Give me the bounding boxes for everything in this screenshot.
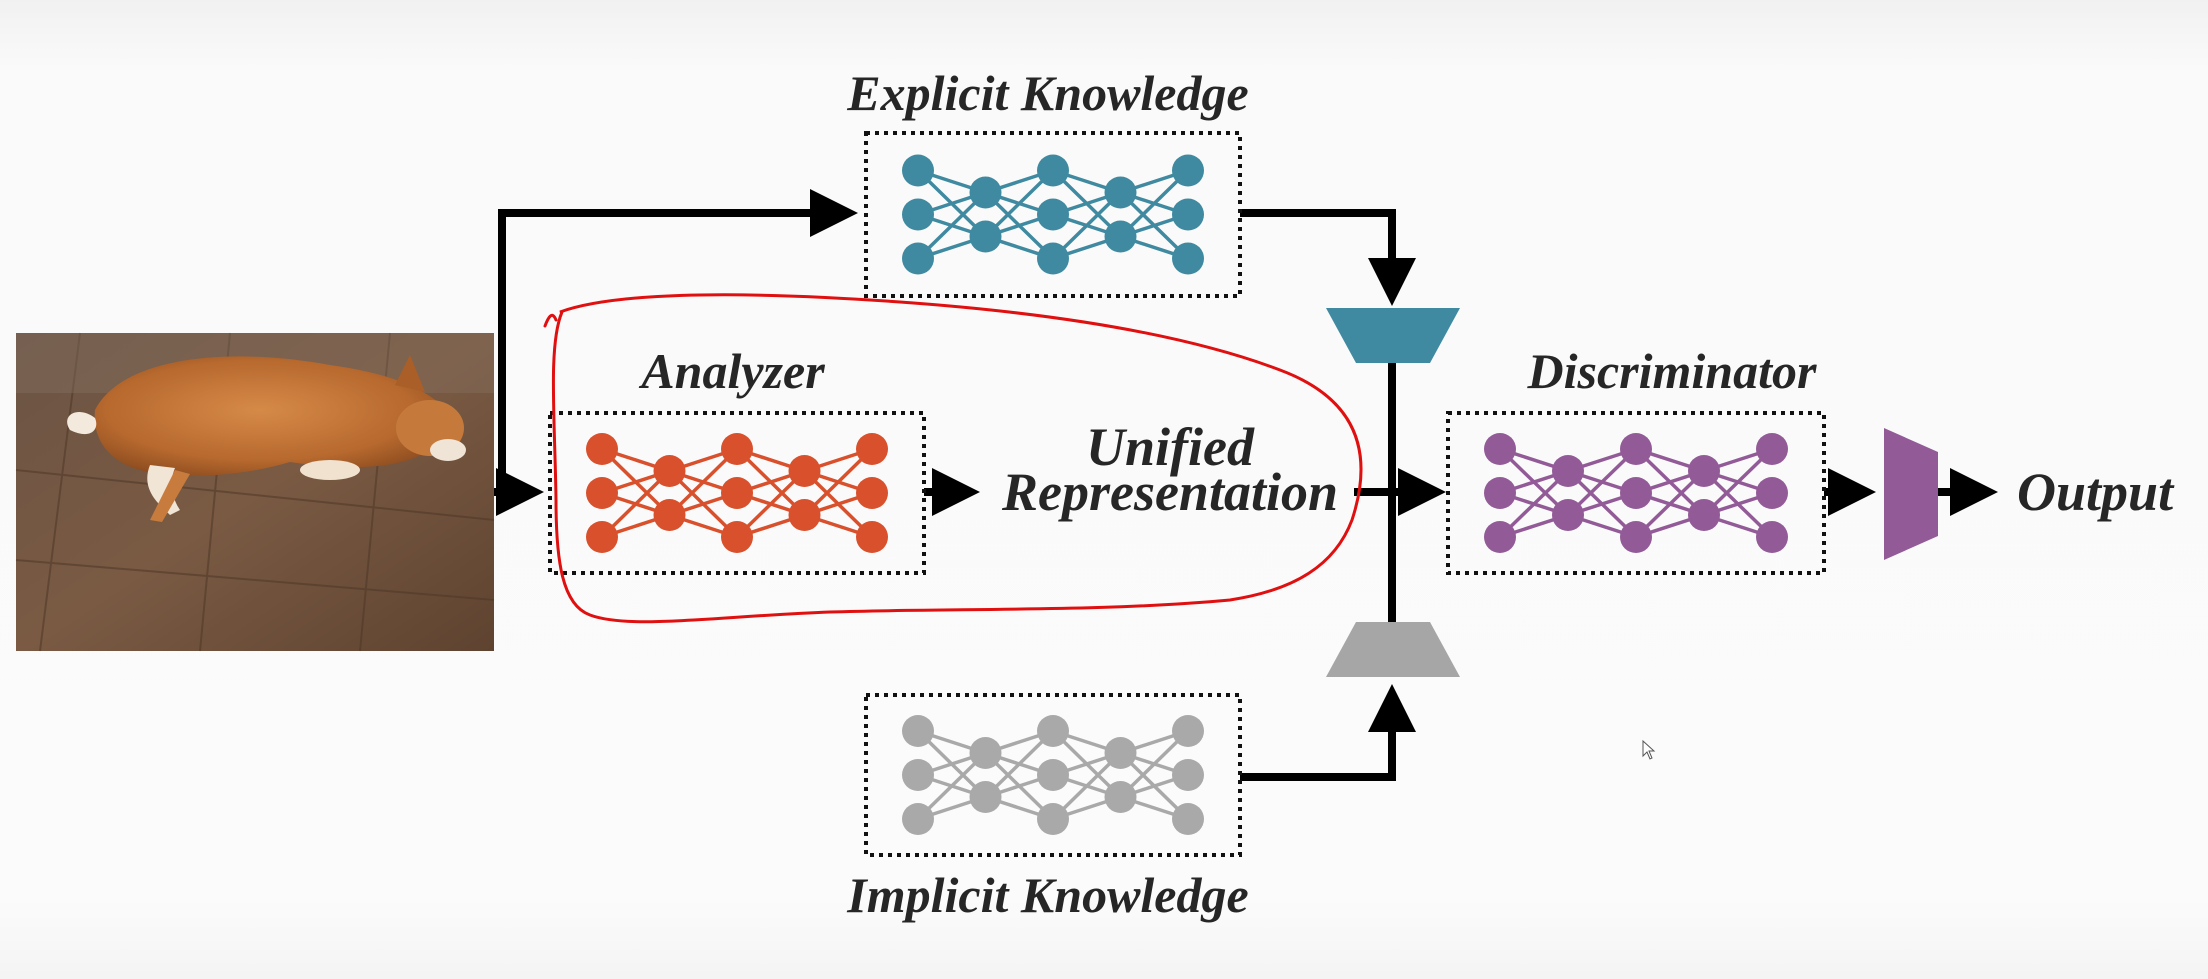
network-node: [1756, 521, 1788, 553]
network-node: [586, 521, 618, 553]
network-node: [902, 242, 934, 275]
discriminator-network: [1446, 411, 1826, 575]
network-node: [902, 715, 934, 747]
network-node: [856, 521, 888, 553]
network-node: [1037, 759, 1069, 791]
network-node: [1620, 433, 1652, 465]
flow-lines: [494, 189, 1998, 781]
network-node: [1104, 176, 1137, 209]
network-node: [788, 455, 821, 487]
network-node: [902, 154, 934, 187]
network-node: [1484, 477, 1516, 509]
network-node: [721, 433, 753, 465]
network-node: [1172, 154, 1204, 187]
network-dotted-box: [548, 411, 926, 575]
network-node: [1172, 242, 1204, 275]
network-node: [902, 198, 934, 231]
network-dotted-box: [864, 693, 1242, 857]
network-node: [1756, 433, 1788, 465]
network-node: [1037, 154, 1069, 187]
output-decoder-trapezoid: [1884, 428, 1938, 560]
network-node: [1104, 737, 1137, 769]
analyzer-network: [548, 411, 926, 575]
highlight-outline: [543, 293, 1363, 624]
mouse-pointer-icon: [1642, 739, 1656, 760]
implicit-encoder-trapezoid: [1326, 622, 1460, 677]
network-node: [1484, 521, 1516, 553]
output-label: Output: [2017, 462, 2175, 522]
network-node: [1756, 477, 1788, 509]
network-node: [1037, 242, 1069, 275]
network-node: [1552, 455, 1584, 487]
network-node: [721, 521, 753, 553]
network-node: [1037, 803, 1069, 835]
dog-photo: [67, 355, 466, 522]
network-node: [1688, 455, 1720, 487]
network-node: [721, 477, 753, 509]
network-node: [653, 455, 686, 487]
network-node: [969, 737, 1002, 769]
network-node: [1172, 759, 1204, 791]
network-node: [969, 220, 1002, 253]
explicit-knowledge-label: Explicit Knowledge: [846, 65, 1248, 121]
network-node: [586, 433, 618, 465]
explicit-encoder-trapezoid: [1326, 308, 1460, 363]
network-node: [902, 759, 934, 791]
network-dotted-box: [864, 131, 1242, 298]
network-node: [1037, 198, 1069, 231]
discriminator-label: Discriminator: [1527, 343, 1817, 399]
network-node: [1620, 477, 1652, 509]
network-node: [788, 499, 821, 531]
network-node: [1552, 499, 1584, 531]
unified-label-line2: Representation: [1001, 462, 1338, 522]
network-node: [1037, 715, 1069, 747]
network-node: [856, 433, 888, 465]
implicit-knowledge-label: Implicit Knowledge: [846, 867, 1248, 923]
implicit-knowledge-network: [864, 693, 1242, 857]
network-node: [653, 499, 686, 531]
network-node: [586, 477, 618, 509]
network-node: [902, 803, 934, 835]
explicit-knowledge-network: [864, 131, 1242, 298]
unified-label-line1: Unified: [1086, 417, 1255, 477]
network-node: [969, 176, 1002, 209]
network-node: [969, 781, 1002, 813]
network-dotted-box: [1446, 411, 1826, 575]
network-node: [1484, 433, 1516, 465]
network-node: [1172, 803, 1204, 835]
network-node: [1172, 198, 1204, 231]
network-node: [856, 477, 888, 509]
network-node: [1104, 781, 1137, 813]
network-node: [1620, 521, 1652, 553]
input-image: [15, 332, 495, 652]
analyzer-label: Analyzer: [638, 343, 825, 399]
network-node: [1172, 715, 1204, 747]
network-node: [1104, 220, 1137, 253]
network-node: [1688, 499, 1720, 531]
